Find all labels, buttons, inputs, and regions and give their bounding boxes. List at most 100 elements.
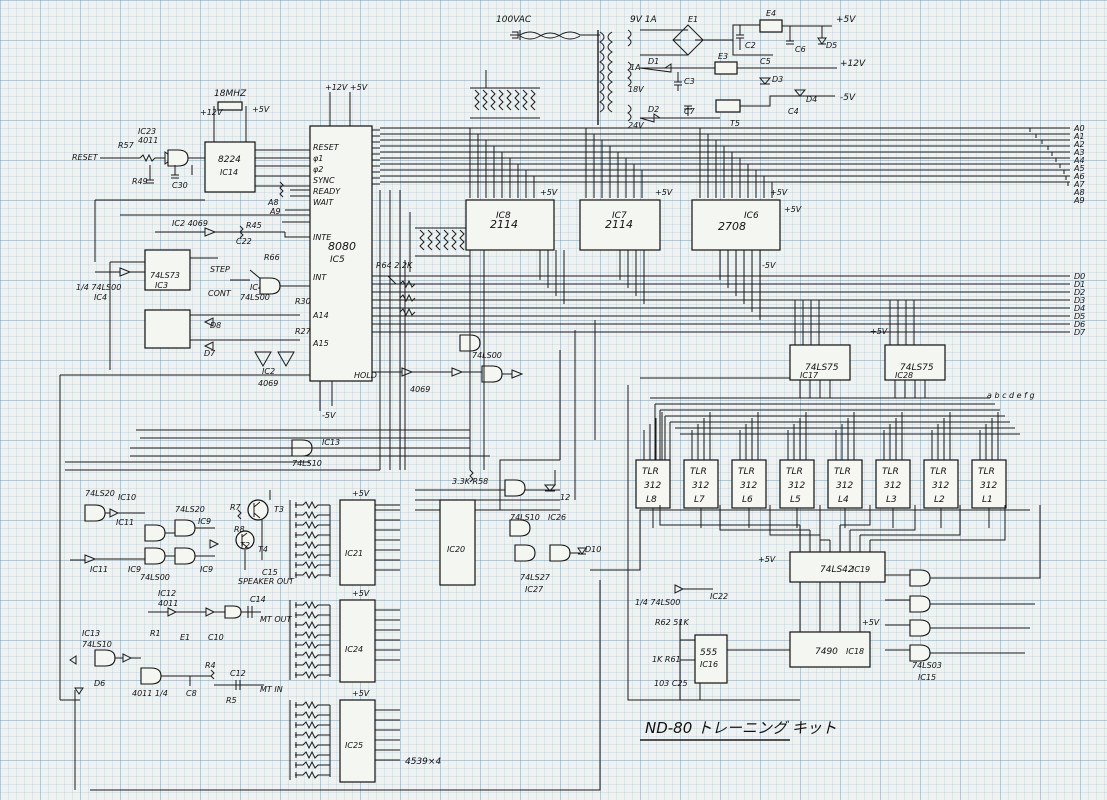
display-part: TLR: [930, 467, 947, 477]
svg-text:+5V: +5V: [352, 489, 370, 498]
svg-text:D4: D4: [806, 95, 817, 104]
svg-text:C7: C7: [684, 107, 696, 116]
svg-text:IC2: IC2: [262, 367, 275, 376]
svg-text:D7: D7: [204, 349, 216, 358]
svg-text:R4: R4: [205, 661, 216, 670]
display-part: TLR: [882, 467, 899, 477]
svg-text:4069: 4069: [258, 379, 278, 388]
svg-text:IC10: IC10: [118, 493, 136, 502]
keypad-resistors: [289, 500, 331, 780]
svg-text:INT: INT: [313, 273, 327, 282]
keypad-resistor-icon: [295, 640, 330, 650]
svg-text:D1: D1: [648, 57, 659, 66]
keypad-resistor-icon: [295, 550, 330, 560]
reset-nand-gate: [167, 149, 189, 167]
svg-text:C8: C8: [186, 689, 197, 698]
ic8-2114: 2114 IC8: [465, 199, 555, 251]
addr-a0: A0: [1073, 124, 1085, 133]
svg-text:1/4 74LS00: 1/4 74LS00: [76, 283, 121, 292]
svg-text:IC15: IC15: [918, 673, 936, 682]
keypad-resistor-icon: [295, 620, 330, 630]
svg-text:A14: A14: [312, 311, 329, 320]
title-block: ND-80 トレーニング キット: [640, 719, 837, 741]
svg-text:WAIT: WAIT: [313, 198, 334, 207]
svg-text:C5: C5: [760, 57, 771, 66]
svg-text:7490: 7490: [815, 647, 838, 657]
svg-text:+5V: +5V: [540, 188, 558, 197]
display-ref: L1: [982, 495, 993, 505]
keypad-resistor-icon: [295, 560, 330, 570]
svg-text:IC9: IC9: [128, 565, 141, 574]
svg-text:IC3: IC3: [155, 281, 168, 290]
page-title: ND-80 トレーニング キット: [645, 719, 837, 737]
diode-d5-icon: [817, 37, 827, 45]
addr-a8: A8: [1073, 188, 1085, 197]
svg-text:φ1: φ1: [313, 154, 323, 163]
data-d0: D0: [1074, 272, 1085, 281]
svg-text:74LS27: 74LS27: [520, 573, 551, 582]
keypad-resistor-icon: [295, 760, 330, 770]
svg-text:555: 555: [700, 648, 717, 658]
svg-text:IC5: IC5: [330, 255, 345, 265]
svg-text:74LS10: 74LS10: [510, 513, 540, 522]
addr-a5: A5: [1073, 164, 1085, 173]
svg-text:C6: C6: [795, 45, 806, 54]
ic6-2708: 2708 IC6: [691, 199, 781, 251]
svg-text:+5V: +5V: [770, 188, 788, 197]
display-row: TLR312L8TLR312L7TLR312L6TLR312L5TLR312L4…: [635, 412, 1007, 528]
svg-text:+5V: +5V: [352, 689, 370, 698]
address-bus: A0 A1 A2 A3 A4 A5 A6 A7 A8 A9: [380, 124, 1085, 205]
svg-text:4011 1/4: 4011 1/4: [132, 689, 168, 698]
svg-text:C3: C3: [684, 77, 695, 86]
svg-text:IC12: IC12: [158, 589, 176, 598]
svg-text:IC8: IC8: [496, 211, 511, 221]
display-part: TLR: [978, 467, 995, 477]
svg-text:103 C25: 103 C25: [654, 679, 688, 688]
svg-text:2114: 2114: [490, 218, 518, 231]
svg-text:D10: D10: [585, 545, 601, 554]
keypad-resistor-icon: [295, 650, 330, 660]
svg-text:+5V: +5V: [836, 15, 856, 25]
data-d4: D4: [1074, 304, 1085, 313]
data-d6: D6: [1074, 320, 1085, 329]
svg-text:C15: C15: [262, 568, 278, 577]
svg-text:4539×4: 4539×4: [405, 757, 441, 767]
keypad-resistor-icon: [295, 510, 330, 520]
svg-text:2708: 2708: [718, 220, 746, 233]
svg-text:R64 2.2K: R64 2.2K: [376, 261, 413, 270]
ic3-74ls73: 74LS73 IC3: [144, 249, 191, 291]
ic7-2114: 2114 IC7: [579, 199, 661, 251]
svg-text:312: 312: [644, 481, 661, 491]
display-part: TLR: [642, 467, 659, 477]
display-part: TLR: [738, 467, 755, 477]
keypad-resistor-icon: [295, 750, 330, 760]
keypad-resistor-icon: [295, 540, 330, 550]
keypad-resistor-icon: [295, 730, 330, 740]
svg-text:READY: READY: [313, 187, 341, 196]
svg-text:IC17: IC17: [800, 371, 819, 380]
transformer-primary-icon: [599, 31, 605, 113]
svg-text:IC11: IC11: [116, 518, 134, 527]
ic19-74ls42: 74LS42 IC19: [789, 551, 886, 583]
svg-text:CONT: CONT: [208, 289, 232, 298]
regulator-e4: [759, 19, 783, 33]
svg-text:D5: D5: [826, 41, 837, 50]
svg-text:IC21: IC21: [345, 549, 363, 558]
svg-text:74LS10: 74LS10: [82, 640, 112, 649]
display-ref: L8: [646, 495, 657, 505]
svg-text:E3: E3: [718, 52, 728, 61]
svg-text:INTE: INTE: [313, 233, 332, 242]
svg-text:-5V: -5V: [840, 93, 856, 103]
svg-text:1A: 1A: [630, 63, 641, 72]
ic16-555: 555 IC16: [694, 634, 728, 684]
svg-text:D6: D6: [94, 679, 105, 688]
svg-text:+5V: +5V: [862, 618, 880, 627]
svg-text:4069: 4069: [410, 385, 430, 394]
svg-text:RESET: RESET: [313, 143, 340, 152]
svg-text:+5V: +5V: [655, 188, 673, 197]
svg-text:T2: T2: [240, 541, 250, 550]
power-supply: 100VAC 9V 1A 1A 18V 24V E1 C2 E4 C6 D5 +…: [496, 9, 866, 130]
svg-text:IC25: IC25: [345, 741, 363, 750]
svg-text:74LS20: 74LS20: [85, 489, 115, 498]
